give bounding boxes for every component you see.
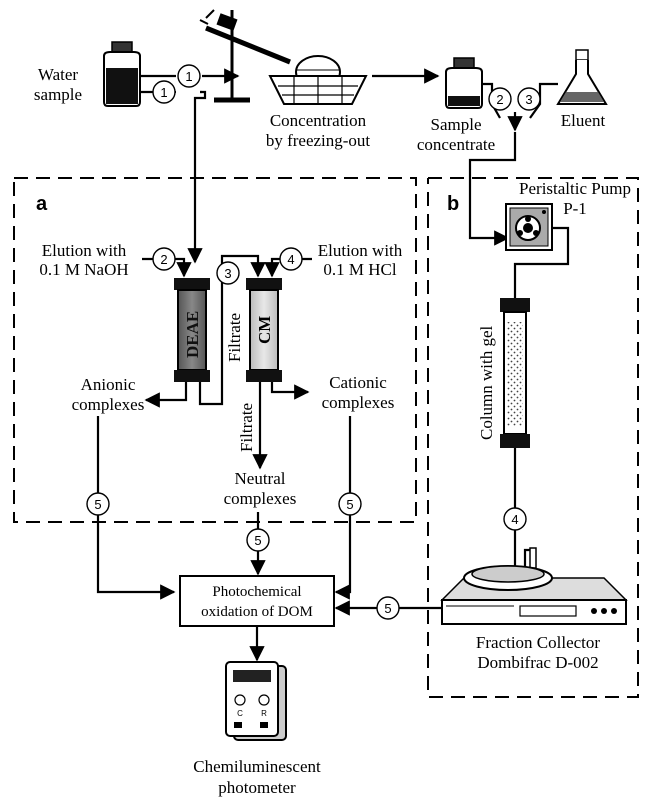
cm-column-icon — [246, 278, 282, 382]
step-4a: 4 — [279, 247, 303, 271]
svg-text:2: 2 — [160, 252, 167, 267]
freezing-out-apparatus-icon — [199, 9, 368, 105]
peristaltic-pump-icon — [505, 203, 553, 251]
svg-text:4: 4 — [287, 252, 294, 267]
deae-label: DEAE — [183, 311, 202, 358]
sample-concentrate-label-2: concentrate — [417, 135, 495, 154]
svg-text:5: 5 — [346, 497, 353, 512]
water-sample-label-2: sample — [34, 85, 82, 104]
section-b-label: b — [447, 193, 459, 215]
step-2a: 2 — [488, 87, 512, 111]
filtrate-label-1: Filtrate — [225, 313, 244, 362]
fraction-collector-icon — [440, 547, 628, 625]
svg-text:1: 1 — [160, 85, 167, 100]
neutral-label-1: Neutral — [235, 469, 286, 488]
fraction-collector-label-2: Dombifrac D-002 — [477, 653, 598, 672]
concentration-label-1: Concentration — [270, 111, 367, 130]
photometer-label-1: Chemiluminescent — [193, 757, 321, 776]
svg-text:1: 1 — [185, 69, 192, 84]
photometer-icon: C R — [225, 661, 287, 741]
svg-text:2: 2 — [496, 92, 503, 107]
fraction-collector-label-1: Fraction Collector — [476, 633, 601, 652]
step-5b: 5 — [246, 528, 270, 552]
neutral-label-2: complexes — [224, 489, 297, 508]
eluent-label: Eluent — [561, 111, 606, 130]
svg-text:5: 5 — [94, 497, 101, 512]
elution-hcl-label-1: Elution with — [318, 241, 403, 260]
svg-text:5: 5 — [384, 601, 391, 616]
photometer-label-2: photometer — [218, 778, 296, 797]
gel-column-icon — [500, 298, 530, 448]
step-1b: 1 — [152, 80, 176, 104]
water-sample-label-1: Water — [38, 65, 78, 84]
elution-naoh-label-1: Elution with — [42, 241, 127, 260]
elution-naoh-label-2: 0.1 M NaOH — [39, 260, 128, 279]
cationic-label-1: Cationic — [329, 373, 387, 392]
step-4b: 4 — [503, 507, 527, 531]
deae-column-icon — [174, 278, 210, 382]
cm-label: CM — [255, 316, 274, 344]
eluent-flask-icon — [556, 49, 608, 105]
step-2b: 2 — [152, 247, 176, 271]
anionic-label-2: complexes — [72, 395, 145, 414]
step-5a: 5 — [86, 492, 110, 516]
svg-text:4: 4 — [511, 512, 518, 527]
concentration-label-2: by freezing-out — [266, 131, 371, 150]
svg-text:3: 3 — [224, 266, 231, 281]
pump-label-2: P-1 — [563, 199, 587, 218]
anionic-label-1: Anionic — [81, 375, 136, 394]
section-b-box — [427, 177, 639, 698]
cationic-label-2: complexes — [322, 393, 395, 412]
section-a-label: a — [36, 193, 48, 215]
filtrate-label-2: Filtrate — [237, 403, 256, 452]
sample-concentrate-bottle-icon — [445, 57, 483, 109]
elution-hcl-label-2: 0.1 M HCl — [323, 260, 396, 279]
photochemical-label-2: oxidation of DOM — [201, 604, 313, 620]
knob-c-label: C — [237, 709, 243, 718]
knob-r-label: R — [261, 709, 267, 718]
sample-concentrate-label-1: Sample — [431, 115, 482, 134]
step-3b: 3 — [216, 261, 240, 285]
step-5d: 5 — [376, 596, 400, 620]
water-sample-bottle-icon — [103, 41, 141, 107]
pump-label-1: Peristaltic Pump — [519, 179, 631, 198]
svg-text:5: 5 — [254, 533, 261, 548]
step-5c: 5 — [338, 492, 362, 516]
step-3a: 3 — [517, 87, 541, 111]
svg-text:3: 3 — [525, 92, 532, 107]
section-a-box — [13, 177, 417, 523]
photochemical-label-1: Photochemical — [212, 584, 301, 600]
photochemical-box — [179, 575, 335, 627]
step-1a: 1 — [177, 64, 201, 88]
column-with-gel-label: Column with gel — [477, 325, 496, 440]
